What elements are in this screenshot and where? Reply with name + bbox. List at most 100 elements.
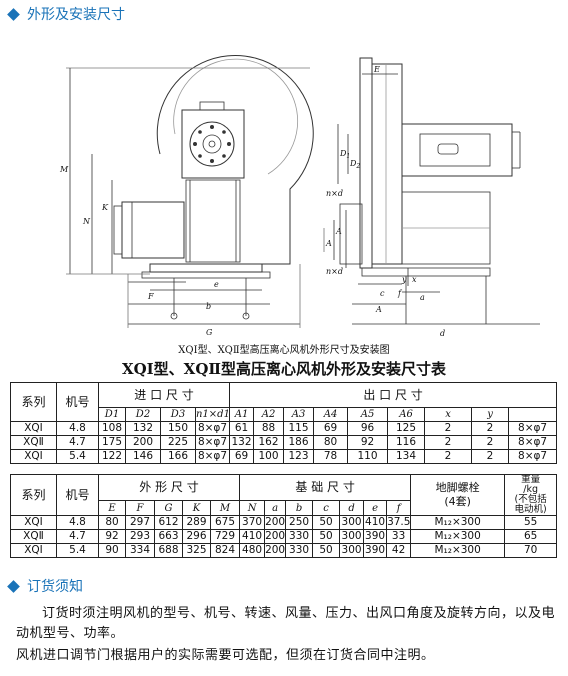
table-cell: 92: [347, 435, 389, 450]
table-cell: 410: [363, 515, 388, 530]
sub-header: D1: [98, 407, 126, 422]
table-cell: 80: [313, 435, 349, 450]
label-N: N: [82, 217, 91, 226]
table-cell: XQⅠ: [10, 449, 57, 464]
header-outlet: 出 口 尺 寸: [229, 382, 558, 408]
section-header-dimensions: 外形及安装尺寸: [6, 4, 125, 24]
label-n2d2: n×d: [326, 267, 343, 276]
table-cell: 824: [209, 543, 241, 558]
section-title: 外形及安装尺寸: [27, 7, 125, 23]
diamond-bullet-icon: [7, 579, 20, 593]
dimension-table-2: 系列 机号 外 形 尺 寸 基 础 尺 寸 地脚螺栓 (4套) 重量 /kg (…: [10, 473, 558, 558]
table-cell: 612: [154, 515, 183, 530]
label-n1d1: n×d: [326, 189, 343, 198]
table-cell: 370: [239, 515, 266, 530]
table-cell: 334: [125, 543, 155, 558]
sub-header: F: [125, 500, 155, 516]
sub-header: M: [209, 500, 241, 516]
sub-header: A4: [313, 407, 349, 422]
table-cell: 225: [160, 435, 196, 450]
table-cell: 42: [386, 543, 412, 558]
label-F: F: [147, 292, 154, 301]
label-D1: D1: [339, 149, 350, 160]
label-c: c: [380, 289, 385, 298]
table-cell: 90: [98, 543, 126, 558]
sub-header: A3: [283, 407, 315, 422]
table-cell: 4.8: [56, 515, 99, 530]
table-cell: 4.7: [56, 435, 99, 450]
table-cell: 166: [160, 449, 196, 464]
label-y: y: [401, 275, 407, 284]
table-cell: 8×φ7: [194, 421, 231, 436]
sub-header: D3: [160, 407, 196, 422]
table-cell: 50: [312, 515, 341, 530]
sub-header: e: [363, 500, 388, 516]
label-x: x: [412, 275, 417, 284]
table-cell: 2: [471, 435, 510, 450]
header-outer-dims: 外 形 尺 寸: [97, 473, 241, 502]
table-cell: 37.5: [386, 515, 412, 530]
table-cell: 132: [229, 435, 255, 450]
sub-header: N: [239, 500, 266, 516]
header-inlet: 进 口 尺 寸: [97, 382, 231, 408]
table-cell: M₁₂×300: [410, 529, 506, 544]
table-cell: 80: [98, 515, 126, 530]
table-cell: 110: [347, 449, 389, 464]
table-cell: 297: [125, 515, 155, 530]
table-cell: 200: [125, 435, 161, 450]
table-cell: 296: [182, 529, 211, 544]
table-cell: 8×φ7: [508, 421, 558, 436]
figure-caption: XQⅠ型、XQⅡ型高压离心风机外形尺寸及安装图: [178, 345, 390, 356]
table-cell: 61: [229, 421, 255, 436]
table-cell: 293: [125, 529, 155, 544]
table-cell: 300: [339, 515, 365, 530]
table-cell: 2: [424, 421, 473, 436]
label-E: E: [373, 65, 380, 74]
table-cell: M₁₂×300: [410, 515, 506, 530]
label-b: b: [206, 302, 211, 311]
sub-header: d: [339, 500, 365, 516]
label-D2: D2: [349, 159, 360, 170]
table-cell: 125: [387, 421, 426, 436]
table-cell: 480: [239, 543, 266, 558]
table-cell: 134: [387, 449, 426, 464]
diamond-bullet-icon: [7, 7, 20, 21]
table-cell: XQⅡ: [10, 435, 57, 450]
order-note-1: 订货时须注明风机的型号、机号、转速、风量、压力、出风口角度及旋转方向，以及电动机…: [16, 606, 556, 641]
label-A1: A: [335, 227, 342, 236]
sub-header: n1×d1: [194, 407, 231, 422]
label-d: d: [440, 329, 445, 338]
table-cell: 33: [386, 529, 412, 544]
table-cell: 5.4: [56, 543, 99, 558]
table-cell: 175: [98, 435, 126, 450]
table-cell: 200: [264, 543, 287, 558]
table-cell: 132: [125, 421, 161, 436]
table-cell: 410: [239, 529, 266, 544]
table-cell: 663: [154, 529, 183, 544]
table-cell: 146: [125, 449, 161, 464]
order-note-2: 风机进口调节门根据用户的实际需要可选配，但须在订货合同中注明。: [16, 648, 435, 663]
table-cell: 69: [229, 449, 255, 464]
sub-header: [508, 407, 558, 422]
table-cell: 300: [339, 529, 365, 544]
sub-header: K: [182, 500, 211, 516]
header-anchor-bolt: 地脚螺栓 (4套): [410, 474, 506, 516]
table-cell: 8×φ7: [194, 435, 231, 450]
table-cell: XQⅠ: [10, 543, 57, 558]
table-cell: 4.8: [56, 421, 99, 436]
table-cell: 200: [264, 529, 287, 544]
table-cell: 70: [504, 543, 558, 558]
section-title: 订货须知: [27, 579, 83, 595]
header-model: 机号: [56, 474, 99, 516]
section-header-order: 订货须知: [6, 576, 83, 596]
label-A2: A: [325, 239, 332, 248]
table-cell: 390: [363, 543, 388, 558]
table-cell: 200: [264, 515, 287, 530]
sub-header: A2: [253, 407, 285, 422]
label-a: a: [420, 293, 425, 302]
